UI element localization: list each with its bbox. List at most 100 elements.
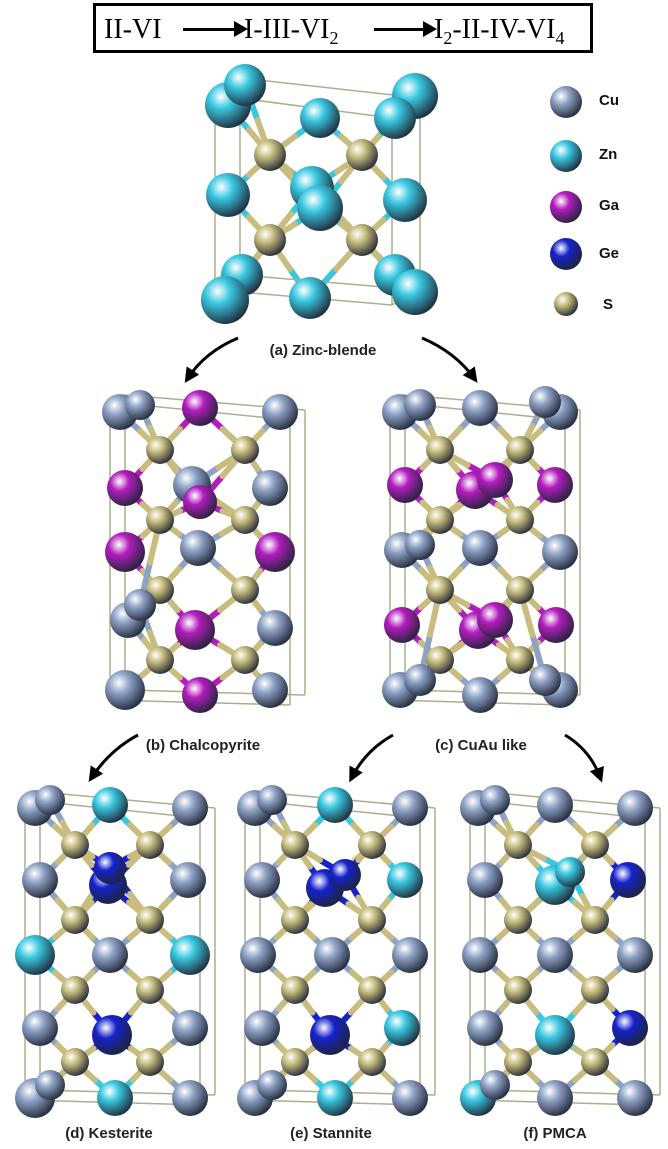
atom-cu — [262, 394, 298, 430]
atom-zn — [224, 64, 266, 106]
legend-sphere-s — [554, 292, 578, 316]
atom-zn — [317, 787, 353, 823]
step-1-formula: II-VI — [104, 14, 162, 45]
atom-s — [506, 506, 534, 534]
atom-cu — [240, 937, 276, 973]
atom-s — [358, 1048, 386, 1076]
composition-sequence-header: II-VI I-III-VI2 I2-II-IV-VI4 — [93, 3, 593, 53]
atom-ge — [310, 1015, 350, 1055]
atom-s — [231, 506, 259, 534]
atom-ga — [384, 607, 420, 643]
atom-s — [346, 224, 378, 256]
atom-s — [506, 436, 534, 464]
atom-s — [146, 436, 174, 464]
atom-zn — [392, 269, 438, 315]
structure-b — [102, 390, 306, 713]
legend-label-s: S — [603, 296, 614, 313]
arrow-icon — [374, 21, 437, 37]
atom-zn — [297, 185, 343, 231]
legend-layer — [550, 86, 582, 316]
arrow-a-to-b — [184, 336, 239, 384]
step-3-main: I — [434, 14, 444, 45]
atom-s — [231, 436, 259, 464]
atom-cu — [35, 1070, 65, 1100]
legend-sphere-ga — [550, 191, 582, 223]
atom-s — [426, 436, 454, 464]
atom-cu — [257, 610, 293, 646]
structures-layer — [15, 64, 661, 1118]
atom-cu — [617, 937, 653, 973]
atom-zn — [374, 97, 416, 139]
atom-s — [231, 576, 259, 604]
atom-s — [426, 506, 454, 534]
atom-cu — [244, 862, 280, 898]
step-3-formula: I2-II-IV-VI4 — [434, 14, 564, 49]
atom-cu — [35, 785, 65, 815]
atom-zn — [170, 935, 210, 975]
legend-sphere-cu — [550, 86, 582, 118]
arrow-c-to-f — [564, 733, 604, 783]
atom-cu — [537, 937, 573, 973]
atom-s — [136, 831, 164, 859]
atom-cu — [170, 862, 206, 898]
atom-cu — [480, 785, 510, 815]
atom-cu — [462, 677, 498, 713]
atom-zn — [535, 1015, 575, 1055]
step-3-subscript-2: 4 — [555, 28, 565, 48]
atom-s — [61, 831, 89, 859]
atom-cu — [405, 530, 435, 560]
atom-zn — [92, 787, 128, 823]
atom-s — [504, 976, 532, 1004]
atom-cu — [404, 389, 436, 421]
atom-s — [504, 906, 532, 934]
atom-cu — [617, 1080, 653, 1116]
atom-s — [581, 831, 609, 859]
step-2-main: I-III-VI — [244, 14, 330, 45]
atom-ge — [612, 1010, 648, 1046]
atom-ge — [329, 859, 361, 891]
atom-cu — [105, 670, 145, 710]
atom-s — [358, 831, 386, 859]
atom-cu — [22, 1010, 58, 1046]
atom-zn — [97, 1080, 133, 1116]
atom-s — [504, 1048, 532, 1076]
atom-cu — [617, 790, 653, 826]
atom-cu — [252, 470, 288, 506]
caption-kesterite: (d) Kesterite — [65, 1125, 153, 1142]
atom-cu — [22, 862, 58, 898]
atom-cu — [244, 1010, 280, 1046]
legend-label-ga: Ga — [599, 197, 620, 214]
arrow-a-to-c — [421, 336, 478, 383]
atom-s — [281, 831, 309, 859]
caption-pmca: (f) PMCA — [523, 1125, 587, 1142]
arrow-c-to-e — [349, 733, 394, 783]
atom-cu — [172, 790, 208, 826]
atom-ga — [105, 532, 145, 572]
arrow-icon — [183, 21, 248, 37]
atom-s — [61, 1048, 89, 1076]
atom-ga — [107, 470, 143, 506]
atom-ga — [477, 462, 513, 498]
atom-ga — [175, 610, 215, 650]
atom-zn — [201, 276, 249, 324]
atom-cu — [462, 530, 498, 566]
atom-s — [581, 1048, 609, 1076]
atom-s — [254, 139, 286, 171]
atom-ge — [94, 852, 126, 884]
atom-cu — [542, 534, 578, 570]
atom-s — [426, 576, 454, 604]
atom-zn — [206, 173, 250, 217]
atom-zn — [300, 98, 340, 138]
atom-s — [426, 646, 454, 674]
atom-s — [146, 646, 174, 674]
legend-label-ge: Ge — [599, 245, 620, 262]
atom-ga — [182, 677, 218, 713]
arrow-b-to-d — [88, 733, 139, 782]
atom-ga — [538, 607, 574, 643]
atom-cu — [314, 937, 350, 973]
atom-ga — [387, 467, 423, 503]
atom-s — [61, 976, 89, 1004]
atom-zn — [15, 935, 55, 975]
atom-cu — [480, 1070, 510, 1100]
